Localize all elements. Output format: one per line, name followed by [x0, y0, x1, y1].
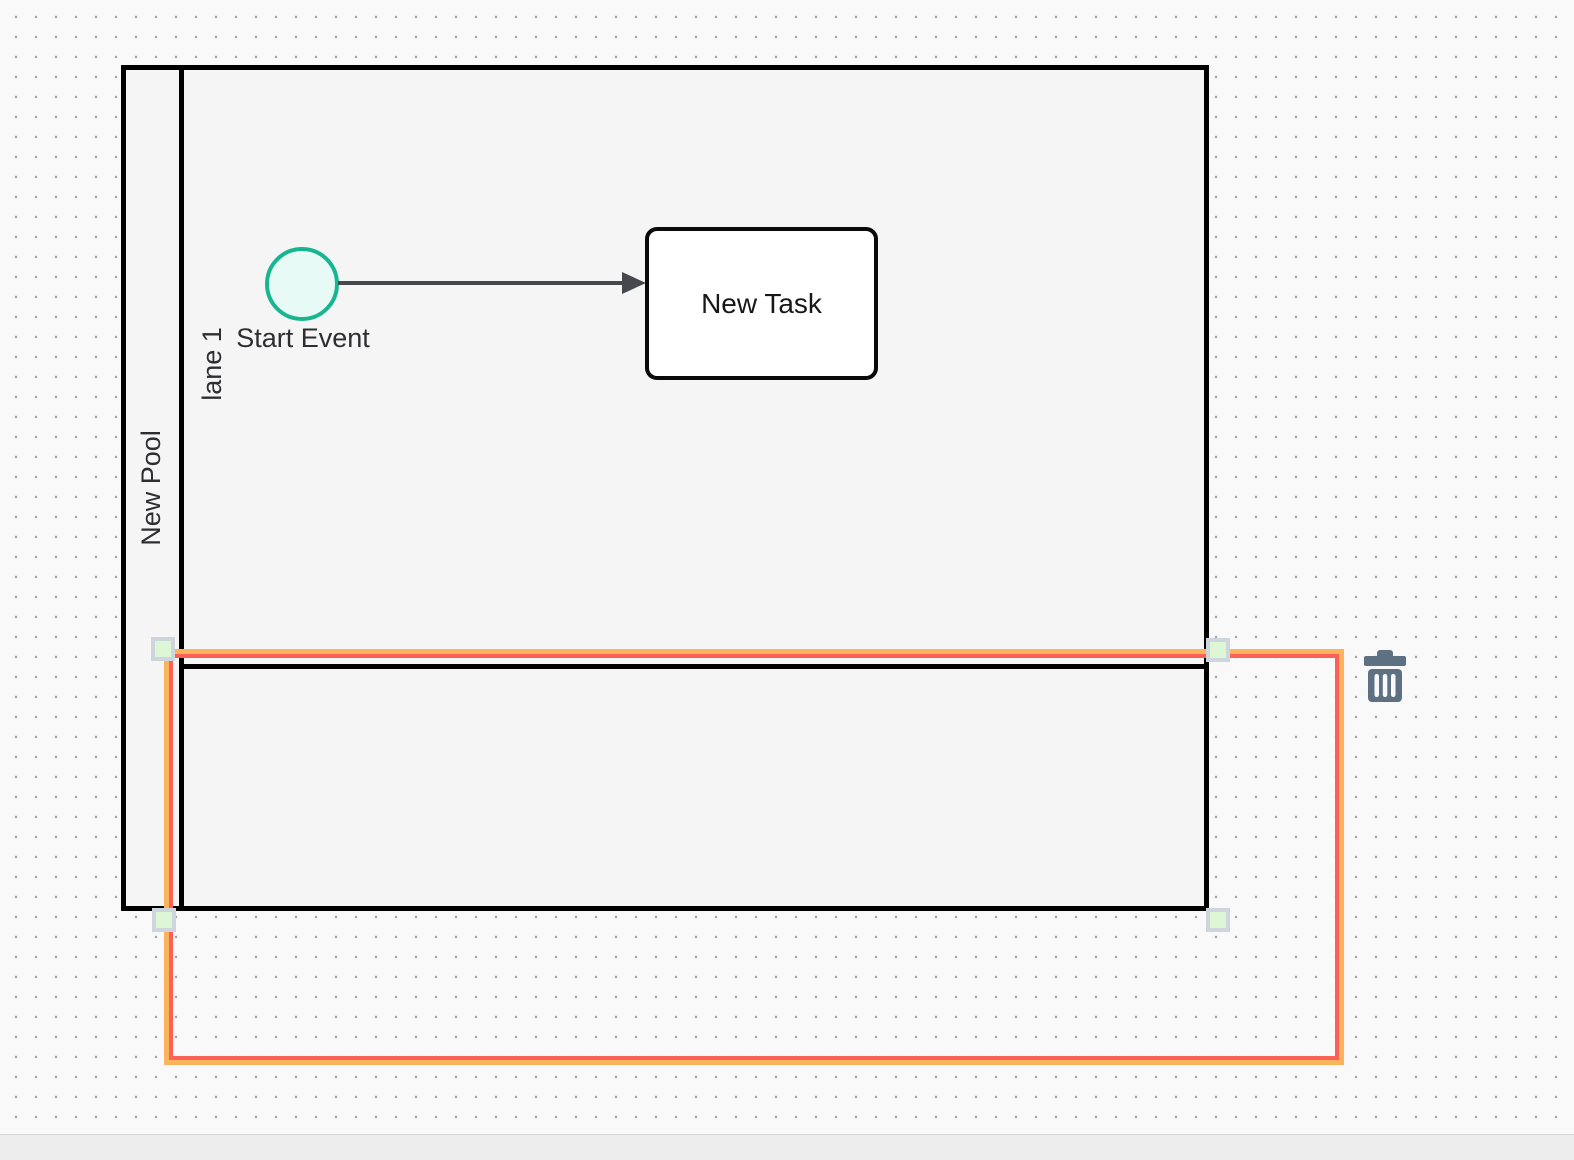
selection-outline[interactable]	[164, 649, 1344, 1065]
trash-icon[interactable]	[1362, 650, 1408, 702]
pool-shape[interactable]	[121, 65, 1209, 911]
arrowhead-icon	[622, 272, 646, 294]
task-shape[interactable]: New Task	[645, 227, 878, 380]
selection-outline-inner	[169, 654, 1339, 1060]
task-label: New Task	[701, 287, 822, 319]
lane-label[interactable]: lane 1	[197, 327, 227, 401]
sequence-flow-connector[interactable]	[338, 269, 650, 297]
pool-label[interactable]: New Pool	[136, 430, 166, 546]
resize-handle-bottom-right[interactable]	[1206, 908, 1230, 932]
start-event-label[interactable]: Start Event	[236, 323, 370, 353]
resize-handle-top-right[interactable]	[1206, 638, 1230, 662]
lane-divider	[179, 664, 1209, 669]
pool-header-divider	[179, 65, 184, 911]
resize-handle-bottom-left[interactable]	[152, 908, 176, 932]
resize-handle-top-left[interactable]	[151, 637, 175, 661]
start-event-shape[interactable]	[265, 247, 339, 321]
horizontal-scrollbar-track[interactable]	[0, 1134, 1574, 1160]
